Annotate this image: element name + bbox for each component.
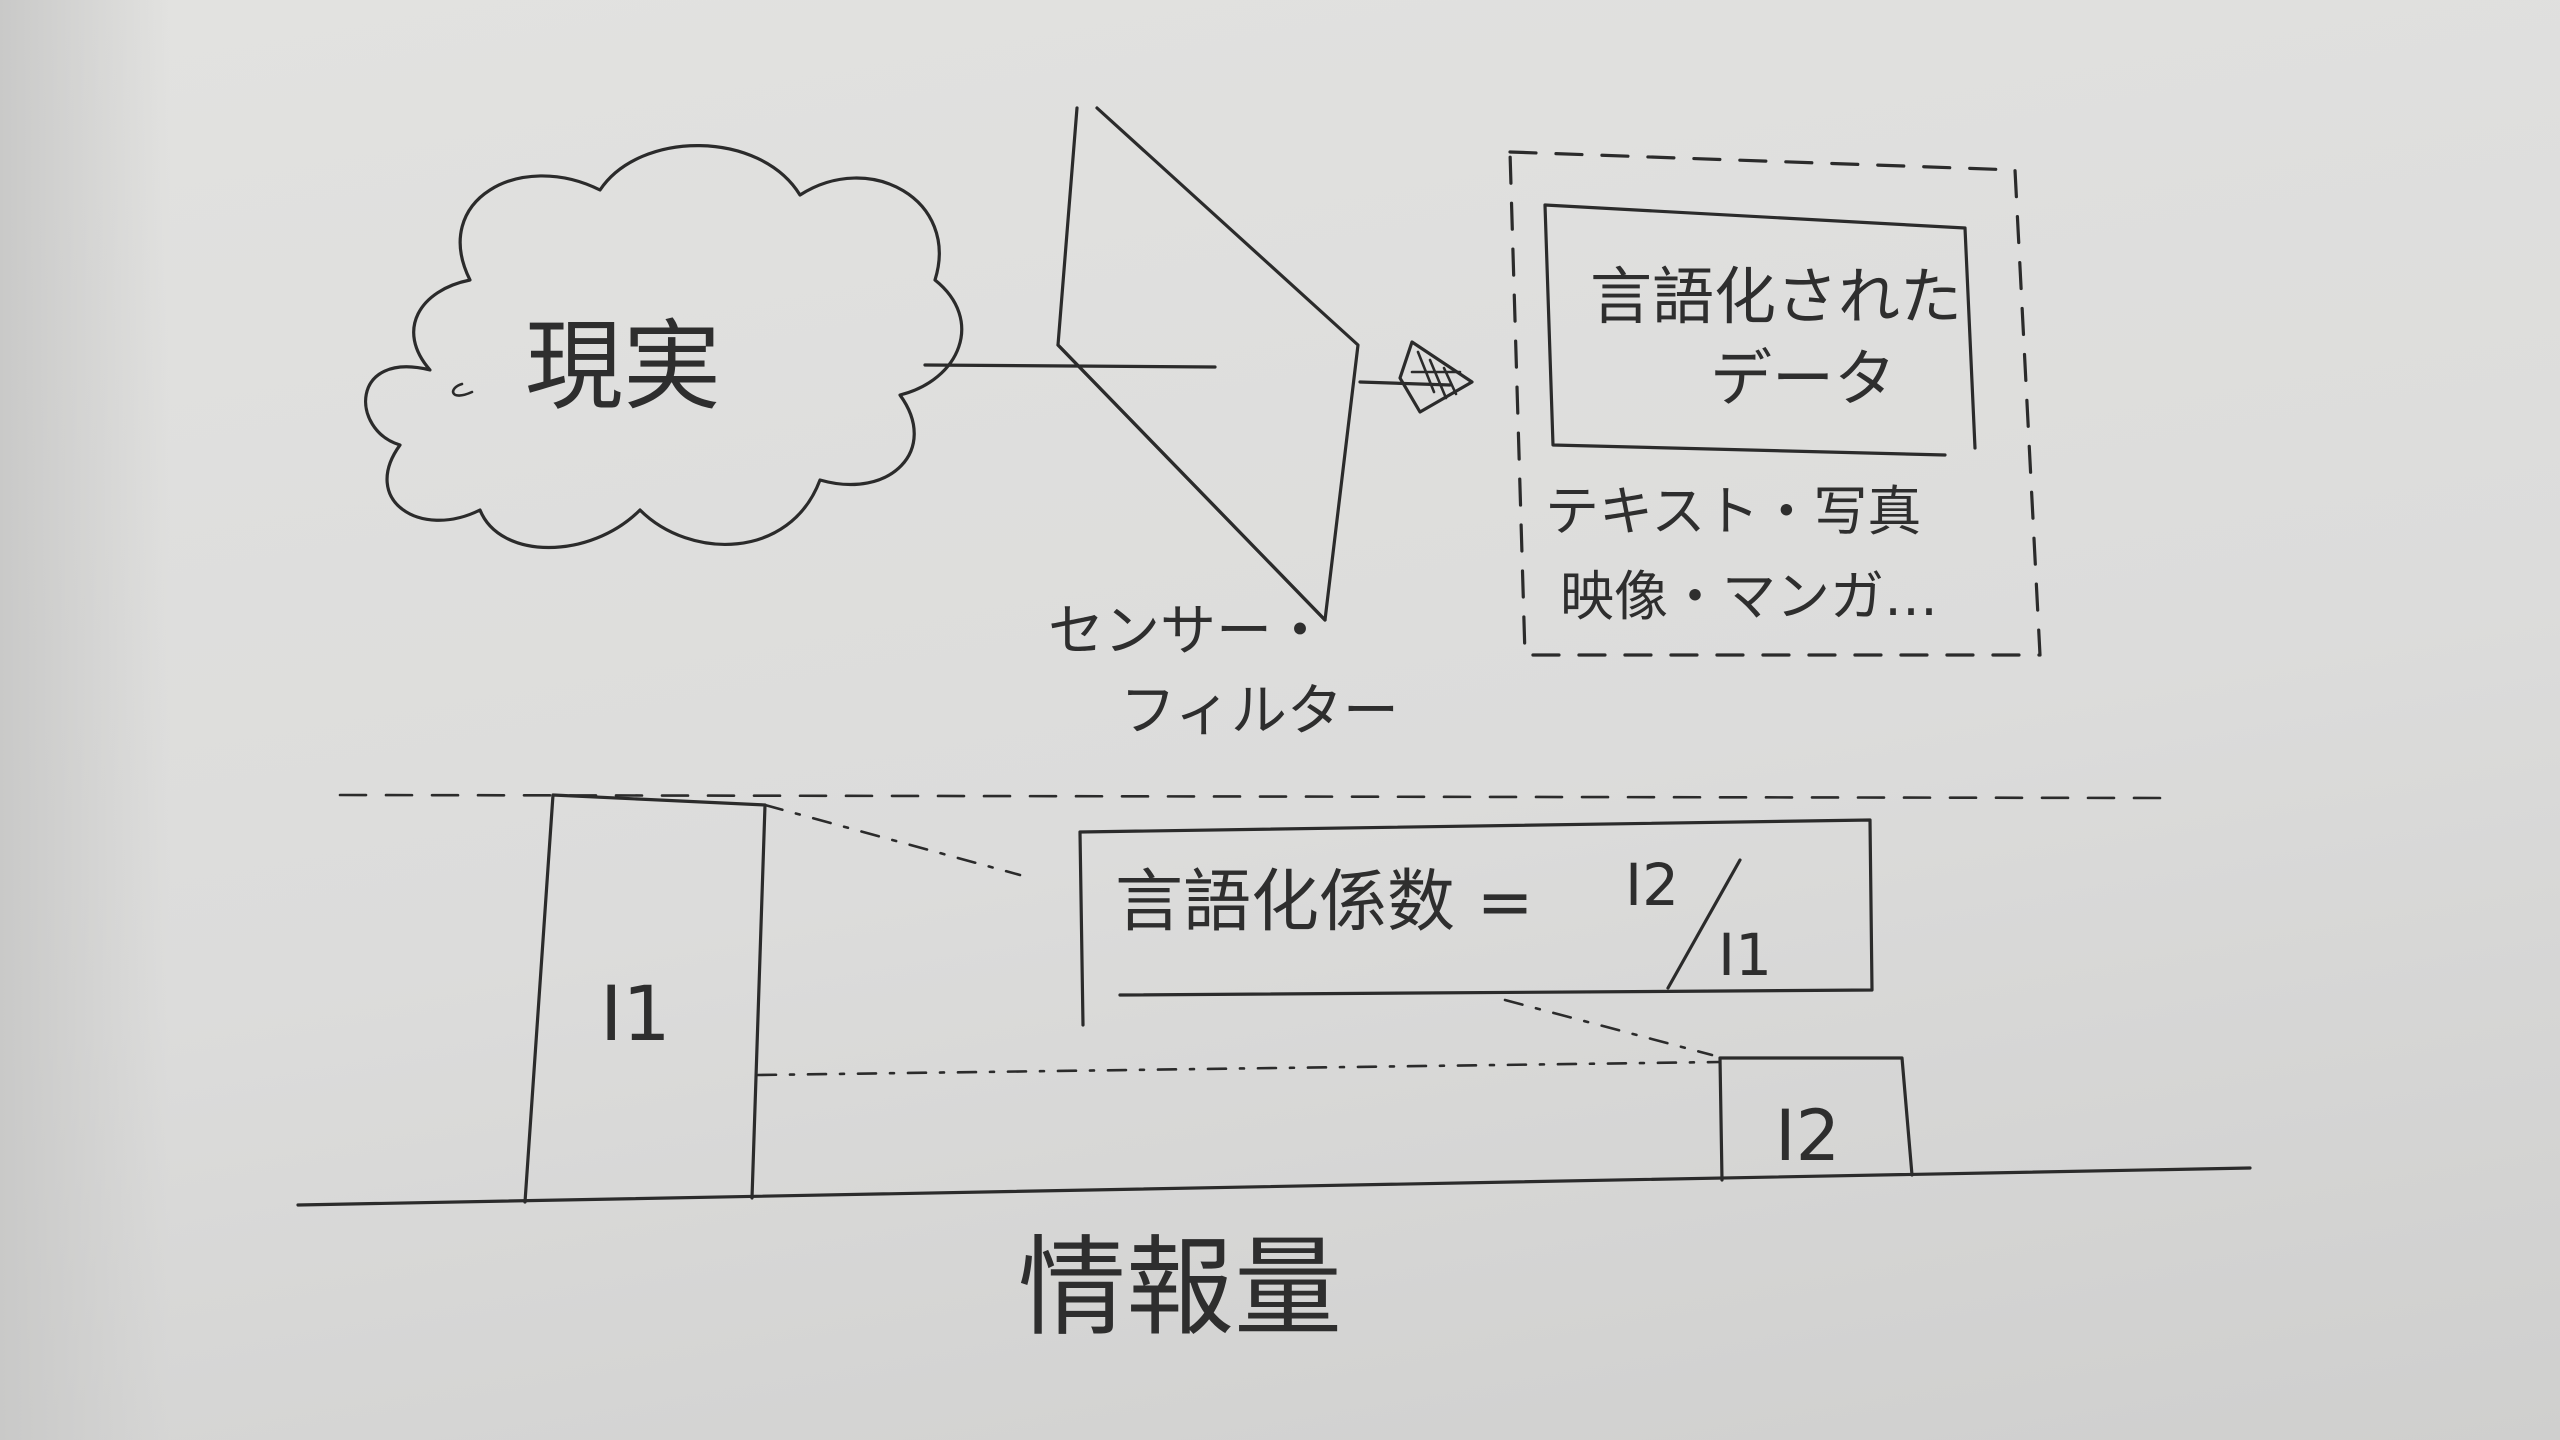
i2-to-formula-connector xyxy=(1503,998,1714,1057)
reality-cloud xyxy=(364,144,964,549)
bar-i2-label: I2 xyxy=(1775,1095,1840,1177)
bar-i1-label: I1 xyxy=(600,969,671,1058)
sensor-filter-shape xyxy=(1056,106,1360,622)
sensor-filter-diagonal xyxy=(1056,343,1327,622)
information-axis xyxy=(296,1166,2252,1207)
output-data-dashed-box xyxy=(1508,150,2042,657)
examples-line2: 映像・マンガ… xyxy=(1560,565,1938,628)
sensor-filter-label-line1: センサー・ xyxy=(1048,599,1328,664)
verbalized-data-line1: 言語化された xyxy=(1590,260,1962,333)
formula-box xyxy=(1078,818,1874,1027)
examples-line1: テキスト・写真 xyxy=(1545,480,1921,543)
sensor-filter-label-line2: フィルター xyxy=(1120,679,1399,744)
output-arrow-head xyxy=(1398,340,1474,414)
i2-level-dashed-line xyxy=(756,1060,1722,1077)
formula-fraction-slash xyxy=(1666,858,1742,990)
bar-i1 xyxy=(523,793,767,1204)
cloud-curl xyxy=(451,382,474,397)
formula-denominator: I1 xyxy=(1718,921,1772,989)
reality-label: 現実 xyxy=(525,310,721,424)
formula-left: 言語化係数 = xyxy=(1115,863,1534,942)
verbalized-data-box xyxy=(1543,203,1977,457)
i1-to-formula-connector xyxy=(763,803,1022,877)
output-arrow-hatching xyxy=(1410,350,1462,400)
verbalized-data-line2: データ xyxy=(1710,342,1896,415)
formula-numerator: I2 xyxy=(1625,851,1679,919)
bar-i2 xyxy=(1718,1056,1914,1182)
axis-label: 情報量 xyxy=(1018,1226,1342,1351)
reality-to-sensor-line xyxy=(923,363,1217,369)
